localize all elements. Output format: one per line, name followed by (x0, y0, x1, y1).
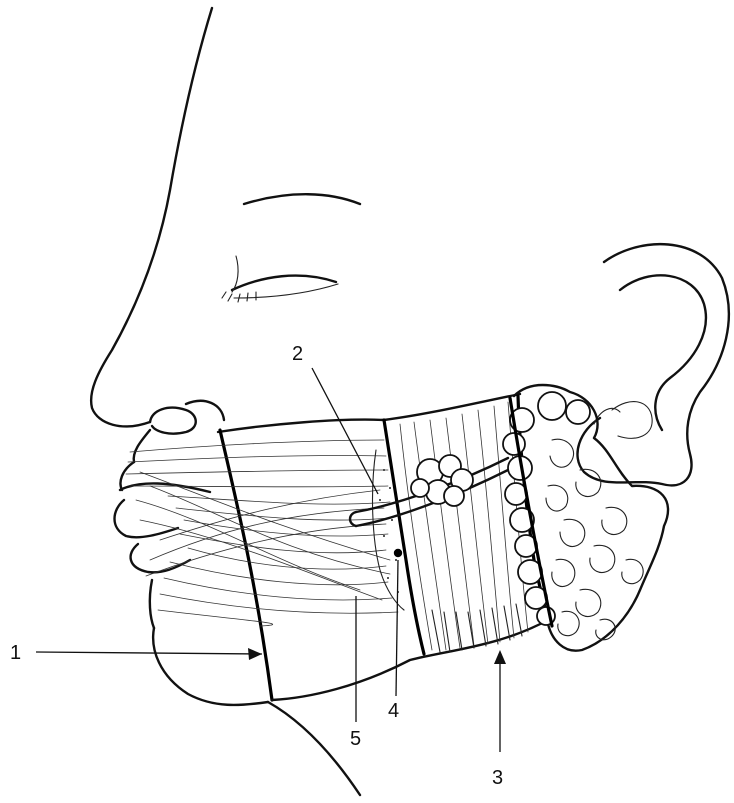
muscle-fibres (126, 440, 398, 626)
label-4: 4 (388, 700, 399, 722)
parotid-gland (503, 385, 668, 651)
neck-outline (268, 702, 360, 795)
chin-outline (153, 628, 268, 705)
upper-lip (134, 430, 150, 462)
dissection-region (126, 394, 548, 700)
face-profile (91, 8, 360, 795)
region-lower-border (272, 620, 548, 700)
buccal-fat-area (373, 450, 404, 610)
chin-upper (150, 580, 154, 628)
labels: 1 2 3 4 5 (10, 343, 503, 789)
eye (222, 194, 360, 302)
nostril (150, 408, 196, 434)
lower-lip (115, 500, 179, 537)
ear-helix (577, 244, 728, 485)
callout-4-line (396, 560, 398, 696)
lip-fold (131, 544, 190, 572)
eyelashes (222, 292, 256, 302)
callout-3-arrowhead (494, 650, 506, 664)
ala-curve (186, 401, 224, 420)
label-2: 2 (292, 343, 303, 365)
mouth-line (120, 483, 210, 492)
label-3: 3 (492, 767, 503, 789)
region-line-1 (220, 430, 272, 700)
label-5: 5 (350, 728, 361, 750)
duct-end (350, 512, 356, 526)
region-top-border (218, 394, 520, 432)
forehead-nose-outline (91, 8, 212, 426)
ear-concha (612, 402, 652, 439)
eyelid (232, 276, 336, 290)
eyebrow (244, 194, 360, 204)
facial-vessel-dot (394, 549, 402, 557)
lower-eyelid (234, 284, 338, 298)
label-1: 1 (10, 642, 21, 664)
accessory-gland (411, 455, 473, 506)
callout-1-line (36, 652, 262, 654)
ear (577, 244, 728, 485)
callout-1-arrowhead (248, 648, 262, 660)
callout-2-line (312, 368, 378, 494)
